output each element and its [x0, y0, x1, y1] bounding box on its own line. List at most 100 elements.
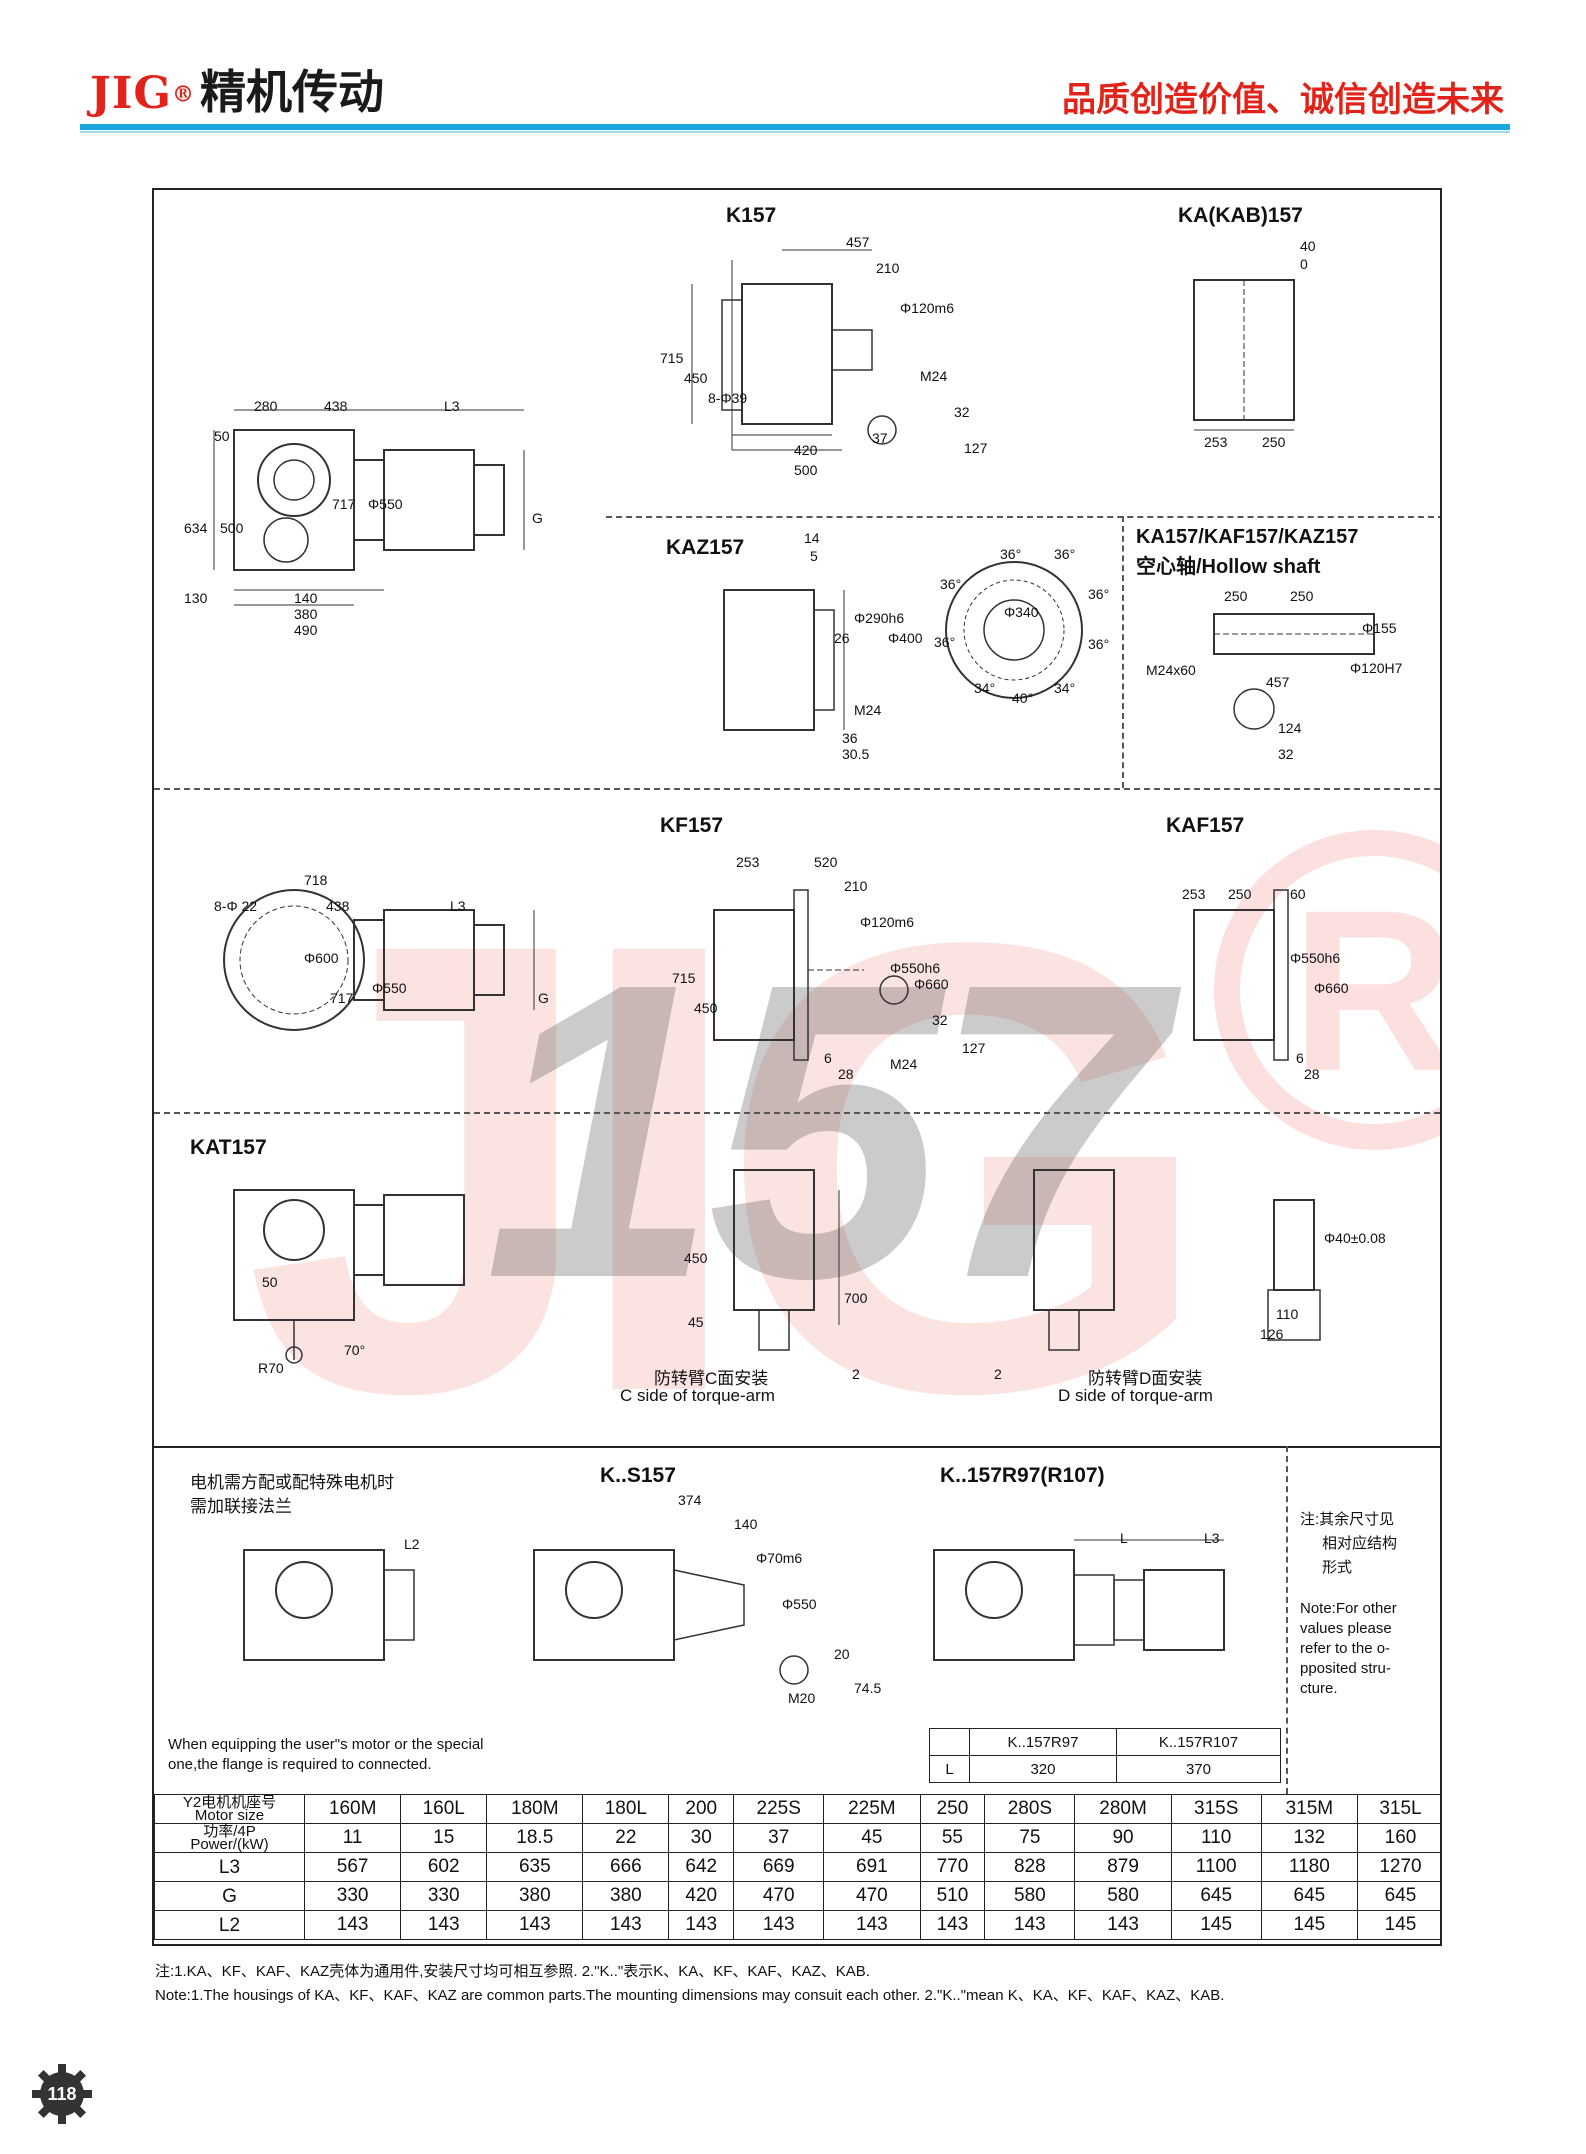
- footnote-cn: 注:1.KA、KF、KAF、KAZ壳体为通用件,安装尺寸均可相互参照. 2."K…: [155, 1963, 870, 1980]
- ks157-dim-745: 74.5: [854, 1680, 882, 1696]
- table-cell: 145: [1357, 1910, 1440, 1940]
- table-cell: 160M: [303, 1794, 402, 1824]
- kat157-dim-450: 450: [684, 1250, 708, 1266]
- table-cell: 143: [823, 1910, 921, 1940]
- side-note-cn3: 形式: [1322, 1559, 1353, 1576]
- table-cell: 642: [668, 1852, 735, 1882]
- table-cell: 143: [486, 1910, 584, 1940]
- hollow-dim-457: 457: [1266, 674, 1290, 690]
- table-cell: 18.5: [486, 1823, 584, 1853]
- ks157-drawing: [524, 1530, 824, 1700]
- table-cell: 1270: [1357, 1852, 1440, 1882]
- header-rule: [80, 124, 1510, 130]
- kf157-dim-717: 717: [330, 990, 354, 1006]
- kaz157-dim-26: 26: [834, 630, 850, 646]
- brand-reg: ®: [171, 81, 194, 108]
- page-number: 118: [47, 2084, 77, 2104]
- kat157-dim-110: 110: [1276, 1306, 1299, 1322]
- kf157-dim-600: Φ600: [304, 950, 339, 966]
- kaz157-dim-305: 30.5: [842, 746, 870, 762]
- kaz157-dim-36: 36: [842, 730, 858, 746]
- label-k157: K157: [726, 204, 777, 227]
- dim-500: 500: [220, 520, 244, 536]
- flange-angle-3: 36°: [940, 576, 962, 592]
- side-note-en2: values please: [1300, 1620, 1392, 1637]
- dim-280: 280: [254, 398, 278, 414]
- k157-dim-715: 715: [660, 350, 684, 366]
- drawing-sheet: JIG R 157 280 438 L3 50 634 500 717 Φ550…: [152, 188, 1442, 1946]
- kat157-d-drawing: [1004, 1150, 1144, 1370]
- table-cell: 145: [1260, 1910, 1359, 1940]
- kr157-length-table: K..157R97 K..157R107 L 320 370: [929, 1728, 1282, 1783]
- label-kf157: KF157: [660, 814, 724, 837]
- table-cell: 143: [1074, 1910, 1172, 1940]
- kat157-d-label-cn: 防转臂D面安装: [1088, 1369, 1203, 1388]
- table-cell: 315S: [1170, 1794, 1262, 1824]
- table-cell: 669: [733, 1852, 825, 1882]
- kat157-main-drawing: [214, 1170, 554, 1370]
- table-cell: 330: [303, 1881, 402, 1911]
- kf157-dim-660: Φ660: [914, 976, 949, 992]
- kf157-dim-253: 253: [736, 854, 760, 870]
- ktable-h2: K..157R107: [1115, 1728, 1282, 1756]
- table-cell: 250: [919, 1794, 986, 1824]
- kat157-dim-R70: R70: [258, 1360, 284, 1376]
- ka157-dim-250: 250: [1262, 434, 1286, 450]
- brand-en: JIG: [90, 68, 172, 119]
- kaf157-dim-253: 253: [1182, 886, 1206, 902]
- kf157-dim-6: 6: [824, 1050, 832, 1066]
- dim-G: G: [532, 510, 543, 526]
- flange-angle-1: 36°: [1000, 546, 1022, 562]
- kf157-dim-550: Φ550: [372, 980, 407, 996]
- kf157-dim-28: 28: [838, 1066, 854, 1082]
- kaf157-dim-250: 250: [1228, 886, 1252, 902]
- table-cell: 828: [984, 1852, 1076, 1882]
- kat157-c-label-en: C side of torque-arm: [620, 1386, 775, 1405]
- row-header-L2: L2: [154, 1910, 305, 1940]
- kf157-main-drawing: [194, 870, 574, 1070]
- hollow-dim-120: Φ120H7: [1350, 660, 1403, 676]
- flange-angle-9: 34°: [1054, 680, 1076, 696]
- side-note-en1: Note:For other: [1300, 1600, 1397, 1617]
- ka157-dim-253: 253: [1204, 434, 1228, 450]
- label-ka157: KA(KAB)157: [1178, 204, 1303, 227]
- flange-dim-340: Φ340: [1004, 604, 1039, 620]
- k157-dim-457: 457: [846, 234, 870, 250]
- kr157-dim-L: L: [1120, 1530, 1128, 1546]
- kat157-dim-70deg: 70°: [344, 1342, 366, 1358]
- divider-row4: [154, 1446, 1440, 1448]
- kat157-dim-45: 45: [688, 1314, 704, 1330]
- table-cell: 143: [733, 1910, 825, 1940]
- table-cell: 645: [1260, 1881, 1359, 1911]
- kf157-dim-120: Φ120m6: [860, 914, 914, 930]
- side-note-en5: cture.: [1300, 1680, 1338, 1697]
- table-row-L2: L2 143 143 143 143 143 143 143 143 143 1…: [154, 1910, 1440, 1940]
- flange-angle-2: 36°: [1054, 546, 1076, 562]
- table-cell: 225S: [733, 1794, 825, 1824]
- dim-L3: L3: [444, 398, 460, 414]
- kat157-c-label-cn: 防转臂C面安装: [654, 1369, 769, 1388]
- k157-dim-120: Φ120m6: [900, 300, 954, 316]
- table-cell: 645: [1170, 1881, 1262, 1911]
- table-cell: 380: [582, 1881, 670, 1911]
- slogan: 品质创造价值、诚信创造未来: [1062, 80, 1504, 120]
- footnote-en: Note:1.The housings of KA、KF、KAF、KAZ are…: [155, 1987, 1225, 2004]
- kaz157-dim-14: 14: [804, 530, 820, 546]
- kaf157-drawing: [1174, 880, 1324, 1070]
- flange-angle-5: 36°: [934, 634, 956, 650]
- dim-438: 438: [324, 398, 348, 414]
- divider-row3: [154, 1112, 1440, 1114]
- table-cell: 602: [400, 1852, 488, 1882]
- hollow-dim-250a: 250: [1224, 588, 1248, 604]
- k157-main-drawing: [194, 390, 574, 620]
- flange-angle-7: 34°: [974, 680, 996, 696]
- kf157-dim-210: 210: [844, 878, 868, 894]
- side-note-en3: refer to the o-: [1300, 1640, 1391, 1657]
- table-cell: 143: [400, 1910, 488, 1940]
- kat157-dim-2b: 2: [994, 1366, 1002, 1382]
- label-kat157: KAT157: [190, 1136, 267, 1159]
- hollow-dim-155: Φ155: [1362, 620, 1397, 636]
